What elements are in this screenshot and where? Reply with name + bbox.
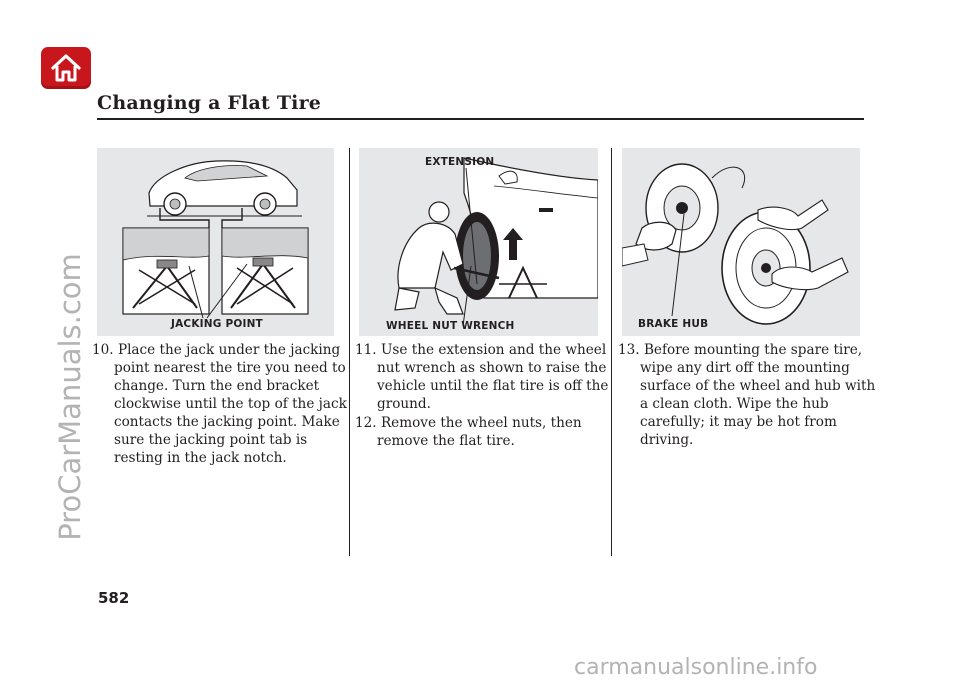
home-button[interactable] [41,47,91,89]
home-icon [51,54,81,82]
side-watermark: ProCarManuals.com [53,253,87,541]
callout-jacking-point: JACKING POINT [171,318,263,330]
jacking-point-illustration: JACKING POINT [97,148,334,336]
step-11: 11. Use the extension and the wheel nut … [355,342,609,412]
callout-wheel-nut-wrench: WHEEL NUT WRENCH [386,320,515,332]
callout-brake-hub: BRAKE HUB [638,318,709,330]
title-rule [97,118,864,120]
bottom-watermark: carmanualsonline.info [574,655,818,680]
wheel-nut-wrench-illustration: EXTENSION WHEEL NUT WRENCH [359,148,598,336]
step-13: 13. Before mounting the spare tire, wipe… [618,342,876,448]
callout-extension: EXTENSION [425,156,495,168]
page-number: 582 [98,589,130,607]
step-12: 12. Remove the wheel nuts, then remove t… [355,415,582,449]
brake-hub-illustration: BRAKE HUB [622,148,860,336]
step-10: 10. Place the jack under the jacking poi… [92,342,347,466]
column-divider [349,148,350,556]
column-divider [611,148,612,556]
page-title: Changing a Flat Tire [97,92,322,114]
